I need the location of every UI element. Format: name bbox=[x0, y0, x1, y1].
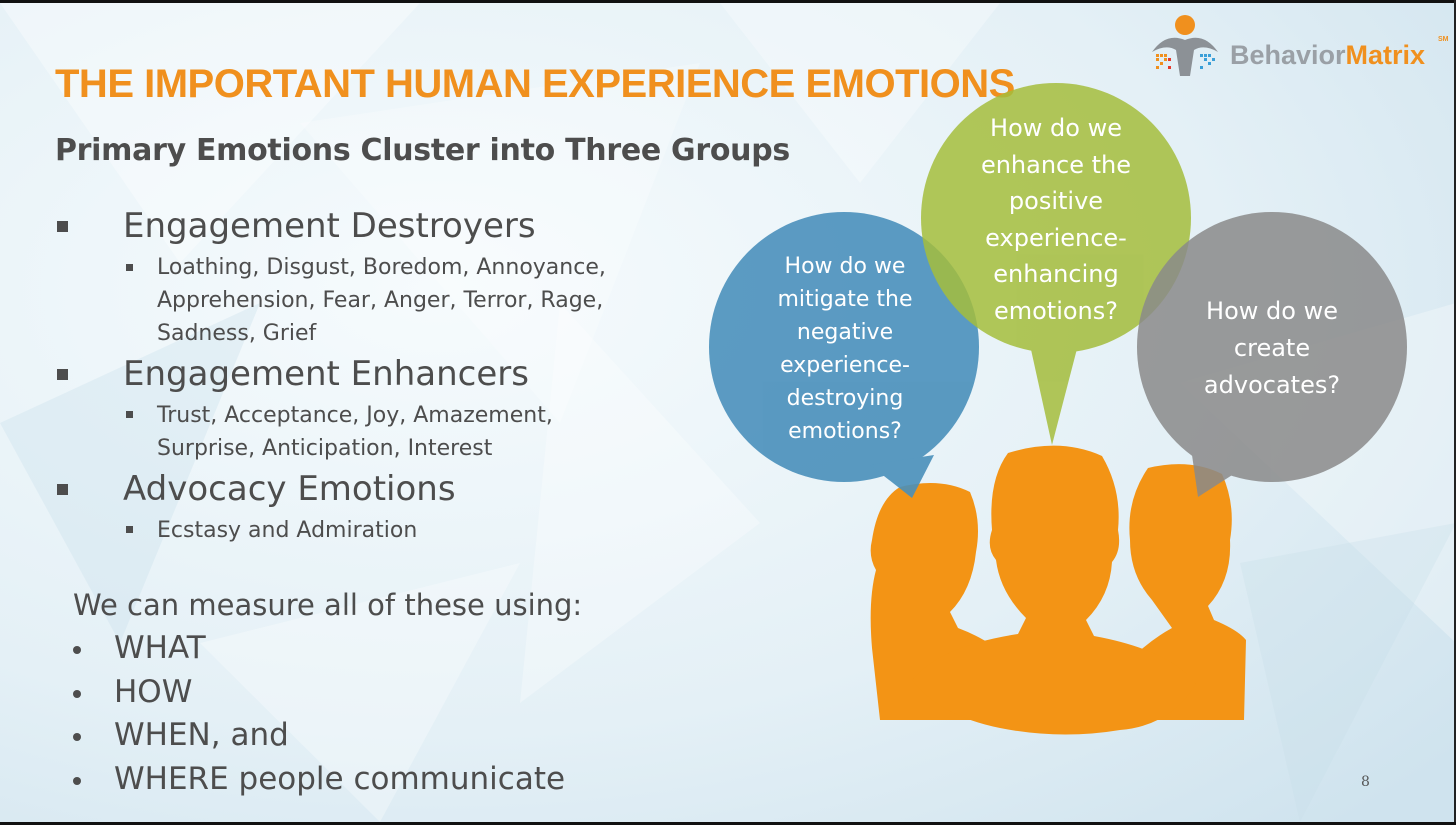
people-silhouettes-icon bbox=[870, 445, 1246, 735]
bullet-square-small bbox=[126, 264, 133, 271]
group-item: Surprise, Anticipation, Interest bbox=[157, 436, 493, 461]
measure-item: HOW bbox=[114, 674, 193, 710]
bubble-line: create bbox=[1233, 334, 1311, 362]
bubble-line: How do we bbox=[784, 254, 906, 279]
group-item: Loathing, Disgust, Boredom, Annoyance, bbox=[157, 255, 606, 280]
bubble-line: negative bbox=[796, 320, 894, 345]
bullet-dot bbox=[73, 690, 81, 698]
green-speech-bubble bbox=[921, 83, 1191, 445]
gray-bubble-text: How do we create advocates? bbox=[1182, 293, 1362, 404]
bubble-line: mitigate the bbox=[777, 287, 913, 312]
logo-service-mark: SM bbox=[1438, 36, 1449, 43]
measure-item: WHAT bbox=[114, 630, 206, 666]
behaviormatrix-logo bbox=[1152, 15, 1218, 76]
green-bubble-text: How do we enhance the positive experienc… bbox=[966, 110, 1146, 329]
blue-speech-bubble bbox=[709, 212, 979, 498]
bullet-square-small bbox=[126, 526, 133, 533]
logo-word-behavior: Behavior bbox=[1230, 40, 1346, 70]
bullet-dot bbox=[73, 733, 81, 741]
bullet-square bbox=[57, 221, 68, 232]
bubble-line: destroying bbox=[786, 386, 904, 411]
bubble-line: How do we bbox=[1206, 297, 1338, 325]
bubble-line: experience- bbox=[780, 353, 910, 378]
group-item: Apprehension, Fear, Anger, Terror, Rage, bbox=[157, 288, 604, 313]
bullet-square bbox=[57, 369, 68, 380]
bubble-line: advocates? bbox=[1203, 371, 1341, 399]
people-speech-bubbles-diagram bbox=[709, 83, 1407, 735]
blue-bubble-text: How do we mitigate the negative experien… bbox=[760, 250, 930, 448]
frame-right-border bbox=[1454, 0, 1456, 825]
group-title-destroyers: Engagement Destroyers bbox=[123, 206, 536, 246]
bullet-dot bbox=[73, 777, 81, 785]
group-title-enhancers: Engagement Enhancers bbox=[123, 354, 529, 394]
bullet-dot bbox=[73, 646, 81, 654]
bubble-line: emotions? bbox=[993, 296, 1119, 325]
measure-item: WHEN, and bbox=[114, 717, 289, 753]
gray-speech-bubble bbox=[1137, 212, 1407, 497]
bubble-line: How do we bbox=[990, 114, 1122, 142]
bubble-line: emotions? bbox=[788, 419, 902, 444]
group-item: Ecstasy and Admiration bbox=[157, 518, 418, 543]
bubble-line: enhancing bbox=[993, 260, 1119, 288]
bullet-square-small bbox=[126, 411, 133, 418]
page-number: 8 bbox=[1361, 774, 1370, 790]
slide-title: THE IMPORTANT HUMAN EXPERIENCE EMOTIONS bbox=[55, 62, 1015, 106]
slide-subtitle: Primary Emotions Cluster into Three Grou… bbox=[55, 133, 790, 168]
measure-intro: We can measure all of these using: bbox=[73, 588, 583, 622]
bubble-line: experience- bbox=[985, 223, 1127, 252]
logo-wordmark: BehaviorMatrix bbox=[1230, 40, 1425, 71]
group-item: Sadness, Grief bbox=[157, 321, 317, 346]
group-title-advocacy: Advocacy Emotions bbox=[123, 469, 456, 509]
bullet-square bbox=[57, 484, 68, 495]
measure-item: WHERE people communicate bbox=[114, 761, 566, 797]
bubble-line: enhance the bbox=[980, 150, 1132, 179]
bubble-line: positive bbox=[1008, 187, 1104, 215]
frame-top-border bbox=[0, 0, 1456, 3]
logo-word-matrix: Matrix bbox=[1345, 40, 1426, 70]
group-item: Trust, Acceptance, Joy, Amazement, bbox=[157, 403, 553, 428]
frame-bottom-border bbox=[0, 822, 1456, 825]
